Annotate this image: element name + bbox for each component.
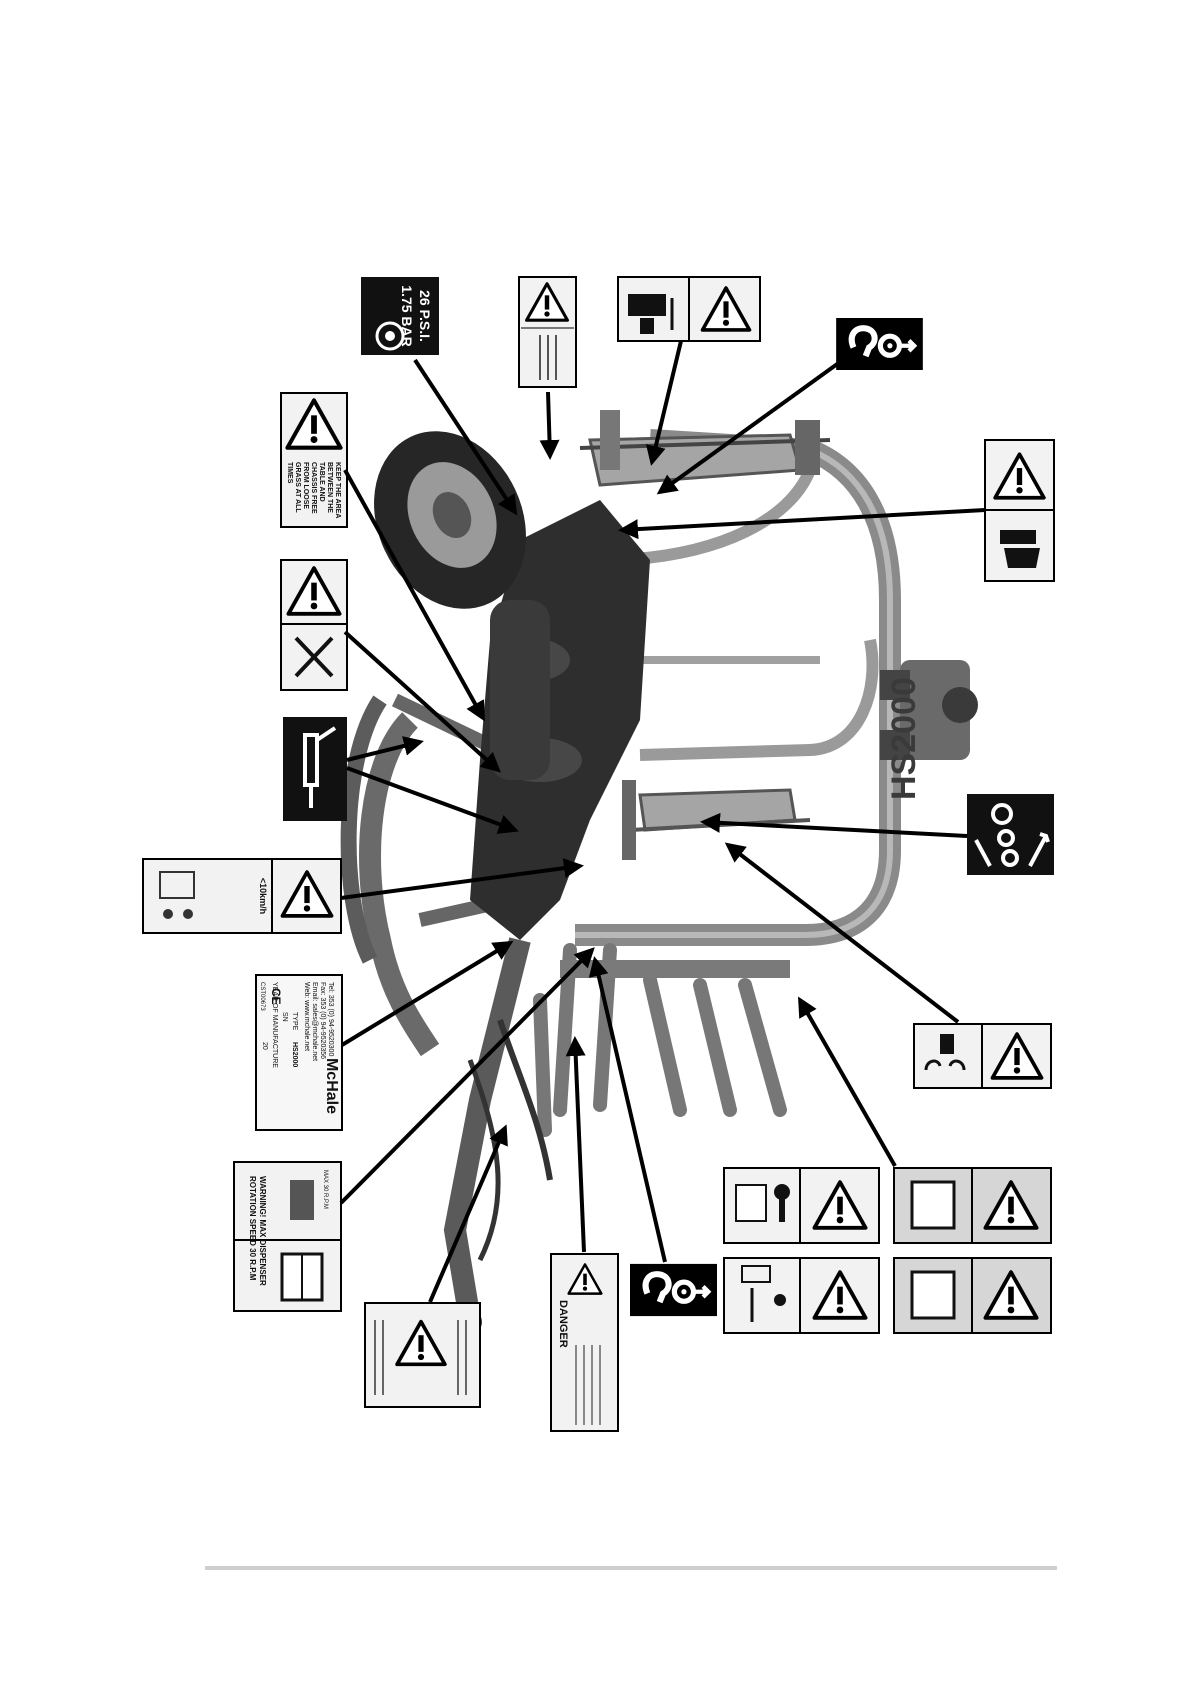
dispenser-max-note: MAX 30 R.P.M (322, 1170, 328, 1209)
footer-rule (205, 1566, 1057, 1570)
keep-area-line-2: BETWEEN THE (326, 462, 333, 513)
arrow-danger (565, 1036, 586, 1253)
keep-area-line-4: CHASSIS FREE (310, 462, 317, 514)
arrow-transport-speed (340, 858, 584, 900)
top-roller-tray (579, 410, 831, 487)
decal-roller-entanglement (967, 794, 1054, 875)
pointer-arrows (339, 340, 986, 1303)
keep-area-line-7: TIMES (286, 462, 293, 484)
arrow-roller-entanglement (700, 812, 968, 838)
arrow-grease-1 (346, 736, 424, 762)
plate-tel: Tel: 353 (0) 94-9520300 (327, 982, 334, 1056)
decal-grease-point (283, 717, 347, 821)
arrow-safety-bottom (428, 1124, 508, 1303)
danger-label: DANGER (557, 1300, 569, 1348)
decal-rotating-parts (913, 1023, 1052, 1089)
arrow-dispenser-warning (339, 947, 595, 1205)
crush-hazard-icon (628, 294, 674, 334)
operator-manual-icon (735, 1184, 767, 1222)
arrow-crush-right (618, 508, 986, 540)
arrow-no-tools (343, 630, 501, 773)
operator-manual-icon (280, 1252, 324, 1302)
decal-no-maintenance-running (280, 559, 348, 691)
arrow-safety-top (539, 391, 560, 460)
dispenser-warning-line-1: WARNING! MAX DISPENSER (258, 1176, 267, 1286)
plate-email: Email: sales@mchale.net (311, 982, 318, 1061)
decal-crush-right (984, 439, 1055, 582)
operator-manual-icon (910, 1270, 956, 1320)
arrow-hook-top (656, 360, 842, 495)
arrow-hook-bottom (588, 956, 667, 1263)
plate-year-value: 20 (261, 1042, 268, 1050)
arrow-rotating-parts (724, 842, 960, 1024)
tyre-pressure-psi: 26 P.S.I. (417, 290, 433, 342)
plate-year-label: YEAR OF MANUFACTURE (271, 982, 278, 1068)
tyre-pressure-bar: 1.75 BAR (399, 285, 415, 346)
keep-area-line-1: KEEP THE AREA (334, 462, 341, 518)
decal-danger: DANGER (550, 1253, 619, 1432)
plate-sn-label: SN (281, 1012, 288, 1022)
plate-part-number: CST00673 (259, 982, 265, 1011)
grease-gun-icon (303, 726, 337, 808)
no-spanner-icon (294, 636, 334, 678)
decal-keep-clear-falling (723, 1257, 880, 1334)
decal-hand-crush-top (617, 276, 761, 342)
support-wheel (374, 431, 526, 609)
decal-transport-speed: <10km/h (142, 858, 342, 934)
decal-keep-area-clear: KEEP THE AREA BETWEEN THE TABLE AND CHAS… (280, 392, 348, 528)
keep-area-line-5: FROM LOOSE (302, 462, 309, 509)
arrow-tyre-pressure (413, 358, 518, 516)
roller-entanglement-icon (974, 803, 1050, 867)
lower-roller-tray (622, 780, 811, 860)
hydraulic-motor (880, 660, 978, 760)
tyre-icon (375, 321, 405, 351)
plate-fax: Fax: 353 (0) 94-9520356 (319, 982, 326, 1059)
plate-web: Web: www.mchale.net (303, 982, 310, 1051)
decal-read-manual-remove-key (723, 1167, 880, 1244)
decal-dispenser-speed-warning: WARNING! MAX DISPENSER ROTATION SPEED 30… (233, 1161, 342, 1312)
crush-hazard-icon (1000, 530, 1040, 568)
decal-safety-instructions-bottom (364, 1302, 481, 1408)
decal-read-manual (893, 1167, 1052, 1244)
keep-area-line-3: TABLE AND (318, 462, 325, 502)
dispenser-warning-line-2: ROTATION SPEED 30 R.P.M (248, 1176, 257, 1281)
bale-handler-machine: HS2000 (340, 410, 978, 1334)
plate-type-label: TYPE (291, 1012, 298, 1031)
operator-manual-icon (910, 1180, 956, 1230)
speed-note: <10km/h (258, 878, 268, 914)
decal-safety-instructions-top (518, 276, 577, 388)
arrow-hand-crush-top (646, 340, 683, 466)
arrow-keep-area (343, 469, 485, 722)
lifting-hook-icon (836, 318, 923, 370)
lifting-hook-icon (630, 1264, 717, 1316)
ce-mark: CE (269, 988, 283, 1005)
machine-model-lettering: HS2000 (885, 677, 923, 800)
arrow-grease-2 (346, 766, 519, 834)
keep-area-line-6: GRASS AT ALL (294, 462, 301, 513)
plate-type-value: HS2000 (291, 1042, 298, 1067)
brand-name: McHale (323, 1058, 340, 1114)
decal-read-manual-hand-hazard (893, 1257, 1052, 1334)
decal-rating-plate: McHale Tel: 353 (0) 94-9520300 Fax: 353 … (255, 974, 343, 1131)
decal-tyre-pressure: 26 P.S.I. 1.75 BAR (361, 277, 439, 355)
arrow-rating-plate (340, 940, 514, 1047)
arrow-manual-decals (798, 996, 897, 1167)
